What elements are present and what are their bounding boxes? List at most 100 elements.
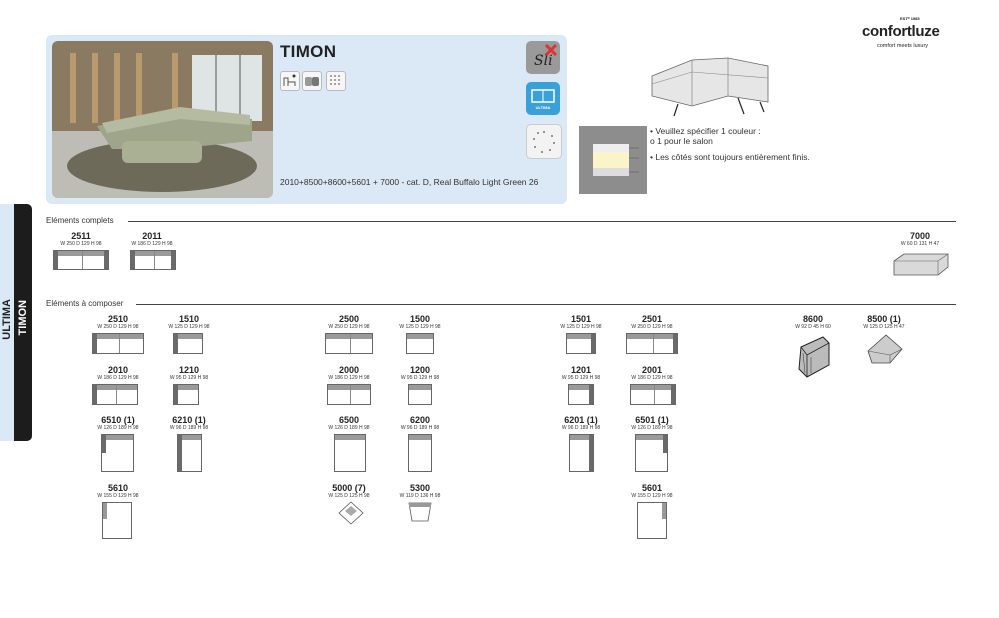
- combination-description: 2010+8500+8600+5601 + 7000 - cat. D, Rea…: [280, 177, 539, 187]
- module-1500: [406, 333, 434, 354]
- item-code: 8600: [802, 314, 824, 324]
- module-6200: [408, 434, 432, 472]
- item-dims: W 250 D 129 H 98: [328, 324, 370, 330]
- module-1210: [173, 384, 199, 405]
- dots-badge-icon: [526, 124, 562, 159]
- item-code: 8500 (1): [867, 314, 901, 324]
- item-dims: W 96 D 189 H 98: [400, 425, 440, 431]
- svg-text:Sli: Sli: [534, 53, 553, 69]
- module-8600: [795, 333, 833, 379]
- logo-tagline: comfort meets luxury: [877, 43, 929, 49]
- section-divider: [136, 304, 956, 305]
- item-code: 1510: [178, 314, 200, 324]
- item-dims: W 250 D 129 H 98: [631, 324, 673, 330]
- product-title: TIMON: [280, 42, 337, 61]
- item-code: 1501: [570, 314, 592, 324]
- item-code: 2011: [142, 231, 162, 241]
- item-code: 2010: [107, 365, 129, 375]
- item-code: 6210 (1): [172, 415, 206, 425]
- item-code: 2001: [641, 365, 663, 375]
- logo-estd: ESTᴰ 1985: [900, 16, 920, 21]
- item-dims: W 186 D 129 H 98: [97, 375, 139, 381]
- item-code: 5000 (7): [332, 483, 366, 493]
- item-code: 6200: [409, 415, 431, 425]
- item-dims: W 92 D 45 H 60: [795, 324, 831, 330]
- item-dims: W 125 D 129 H 98: [168, 324, 210, 330]
- item-dims: W 250 D 129 H 98: [60, 241, 102, 247]
- item-dims: W 119 D 136 H 98: [399, 493, 441, 499]
- item-dims: W 155 D 129 H 98: [631, 493, 673, 499]
- side-tab-label-ultima: ULTIMA: [1, 299, 13, 340]
- module-5601: [637, 502, 667, 539]
- item-code: 2000: [338, 365, 360, 375]
- side-tab-accent: ULTIMA: [0, 204, 14, 441]
- product-photo: [52, 41, 273, 198]
- item-code: 5610: [107, 483, 129, 493]
- item-code: 2501: [641, 314, 663, 324]
- fabric-texture-icon: [326, 71, 346, 91]
- module-1510: [173, 333, 203, 354]
- ultima-badge-icon: ULTIMA: [526, 82, 560, 115]
- module-1200: [408, 384, 432, 405]
- item-dims: W 125 D 125 H 98: [328, 493, 370, 499]
- side-tab: TIMON: [14, 204, 32, 441]
- item-dims: W 95 D 129 H 98: [169, 375, 209, 381]
- item-dims: W 186 D 129 H 98: [328, 375, 370, 381]
- item-dims: W 250 D 129 H 98: [97, 324, 139, 330]
- module-6510: [101, 434, 134, 472]
- module-6201: [569, 434, 594, 472]
- module-7000: [892, 251, 950, 277]
- item-dims: W 125 D 129 H 98: [560, 324, 602, 330]
- item-dims: W 126 D 189 H 98: [631, 425, 673, 431]
- item-code: 1200: [409, 365, 431, 375]
- module-6210: [177, 434, 202, 472]
- slim-badge-icon: Sli: [526, 41, 560, 74]
- module-2001: [630, 384, 676, 405]
- adjustable-headrest-icon: [280, 71, 300, 91]
- item-dims: W 95 D 129 H 98: [400, 375, 440, 381]
- item-dims: W 125 D 125 H 47: [863, 324, 905, 330]
- module-1501: [566, 333, 596, 354]
- module-5300: [408, 501, 432, 523]
- notes-block: • Veuillez spécifier 1 couleur : o 1 pou…: [650, 126, 850, 162]
- item-dims: W 125 D 129 H 98: [399, 324, 441, 330]
- note-line: o 1 pour le salon: [650, 136, 713, 146]
- module-2511: [53, 250, 109, 270]
- item-code: 2510: [107, 314, 129, 324]
- item-dims: W 60 D 131 H 47: [900, 241, 940, 247]
- ultima-badge-label: ULTIMA: [535, 105, 551, 110]
- item-code: 2511: [71, 231, 91, 241]
- item-dims: W 186 D 129 H 98: [131, 241, 173, 247]
- item-dims: W 96 D 189 H 98: [169, 425, 209, 431]
- module-8500: [866, 333, 904, 365]
- item-dims: W 126 D 189 H 98: [97, 425, 139, 431]
- item-code: 6501 (1): [635, 415, 669, 425]
- item-code: 1210: [178, 365, 200, 375]
- note-line: • Veuillez spécifier 1 couleur :: [650, 126, 761, 136]
- item-dims: W 95 D 129 H 98: [561, 375, 601, 381]
- item-code: 7000: [909, 231, 931, 241]
- cushion-cutaway-icon: [579, 126, 647, 194]
- section-complete-title: Eléments complets: [46, 216, 114, 225]
- item-code: 1201: [570, 365, 592, 375]
- module-2510: [92, 333, 144, 354]
- module-2010: [92, 384, 138, 405]
- item-code: 6500: [338, 415, 360, 425]
- item-dims: W 186 D 129 H 98: [631, 375, 673, 381]
- item-dims: W 155 D 129 H 98: [97, 493, 139, 499]
- side-tab-label-timon: TIMON: [17, 300, 29, 336]
- module-6501: [635, 434, 668, 472]
- module-2011: [130, 250, 176, 270]
- section-compose-title: Eléments à composer: [46, 299, 124, 308]
- module-6500: [334, 434, 366, 472]
- sofa-sketch-icon: [648, 46, 772, 122]
- logo-name: confortluze: [862, 23, 940, 40]
- item-code: 6510 (1): [101, 415, 135, 425]
- item-dims: W 96 D 189 H 98: [561, 425, 601, 431]
- item-code: 1500: [409, 314, 431, 324]
- item-code: 5601: [641, 483, 663, 493]
- module-2501: [626, 333, 678, 354]
- module-2500: [325, 333, 373, 354]
- note-line: • Les côtés sont toujours entièrement fi…: [650, 152, 810, 162]
- item-code: 6201 (1): [564, 415, 598, 425]
